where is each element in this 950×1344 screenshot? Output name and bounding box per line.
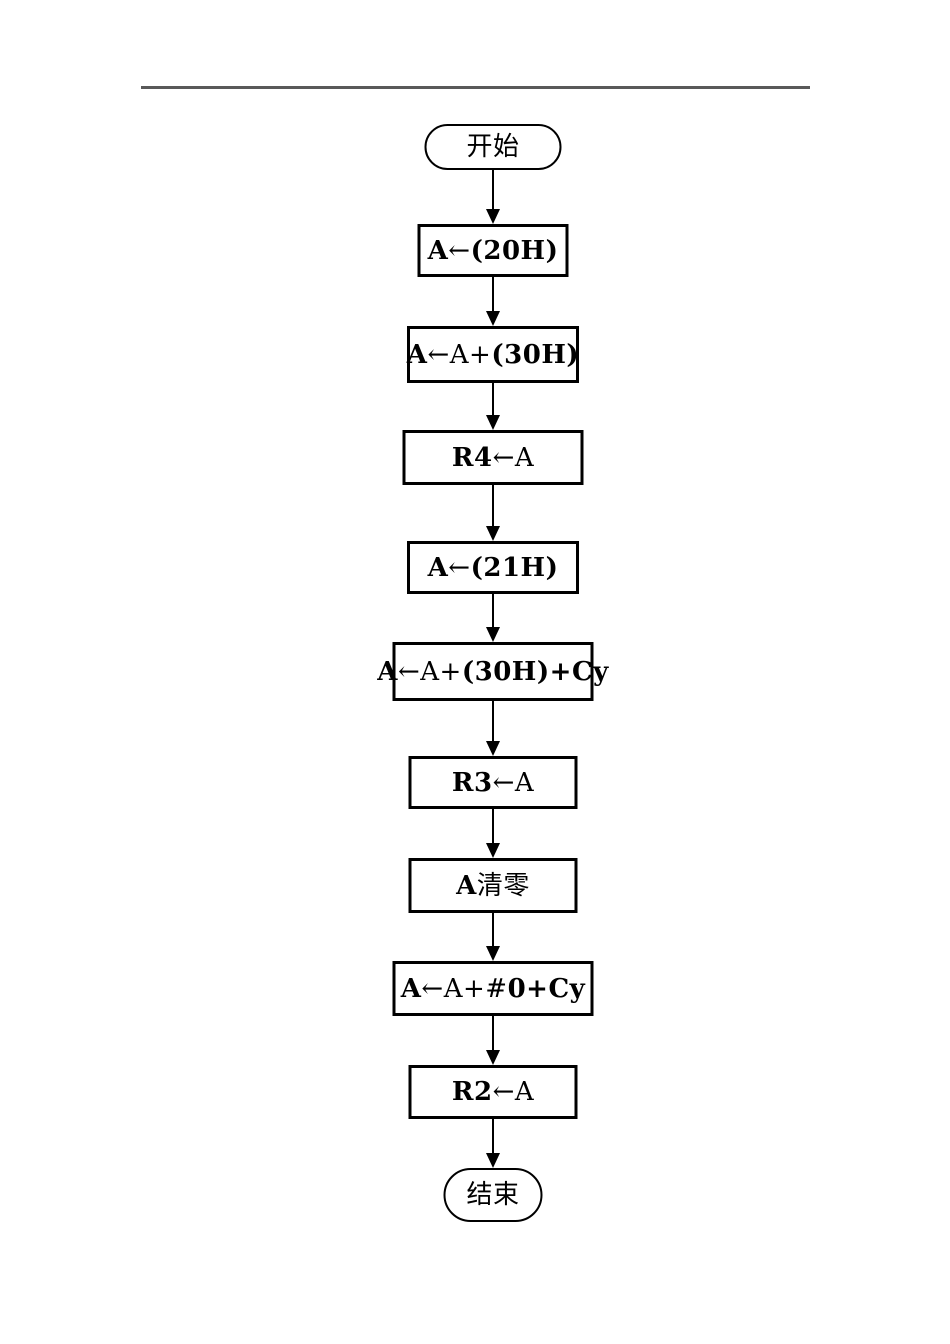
- flow-node-label: 开始: [466, 134, 519, 160]
- flow-arrow-line: [492, 485, 494, 526]
- label-segment: (30H)+Cy: [461, 656, 609, 687]
- arrow-down-icon: [486, 1050, 500, 1065]
- flow-node-clear-a: A清零: [408, 858, 578, 913]
- flow-node-label: A←(21H): [428, 555, 559, 581]
- flow-node-addc-a-0: A←A+#0+Cy: [392, 961, 594, 1016]
- label-segment: ←A: [492, 1077, 535, 1107]
- label-segment: ←A: [492, 442, 535, 473]
- flow-arrow-line: [492, 701, 494, 741]
- label-segment: 0+Cy: [507, 973, 586, 1004]
- flow-node-label: A←(20H): [428, 238, 559, 264]
- flow-arrow-line: [492, 383, 494, 415]
- label-segment: A: [406, 339, 428, 370]
- label-segment: ←: [448, 552, 471, 583]
- flow-node-store-r2: R2←A: [408, 1065, 578, 1119]
- flow-arrow: [486, 809, 500, 858]
- flow-node-label: A←A+#0+Cy: [401, 976, 586, 1002]
- flow-arrow: [486, 485, 500, 541]
- flow-arrow: [486, 594, 500, 642]
- label-segment: ←A+: [397, 656, 462, 687]
- flow-node-label: A清零: [456, 873, 530, 899]
- flow-arrow: [486, 170, 500, 224]
- flow-node-label: 结束: [466, 1182, 519, 1208]
- arrow-down-icon: [486, 415, 500, 430]
- label-segment: R3: [451, 767, 493, 798]
- label-segment: (21H): [470, 552, 559, 583]
- flow-arrow: [486, 1119, 500, 1168]
- flow-arrow: [486, 701, 500, 756]
- label-segment: A: [456, 870, 477, 901]
- arrow-down-icon: [486, 1153, 500, 1168]
- arrow-down-icon: [486, 526, 500, 541]
- flow-node-label: R3←A: [452, 770, 534, 796]
- label-segment: A: [377, 656, 398, 687]
- flow-arrow-line: [492, 913, 494, 946]
- flow-node-load-a-20h: A←(20H): [417, 224, 569, 277]
- flow-arrow-line: [492, 809, 494, 843]
- label-segment: ←A+: [427, 339, 492, 370]
- arrow-down-icon: [486, 209, 500, 224]
- arrow-down-icon: [486, 311, 500, 326]
- label-segment: A: [427, 552, 449, 583]
- label-segment: A: [427, 235, 449, 266]
- flow-node-load-a-21h: A←(21H): [407, 541, 579, 594]
- flow-node-start: 开始: [424, 124, 562, 170]
- label-segment: (30H): [491, 339, 580, 370]
- flow-node-label: R4←A: [452, 445, 534, 471]
- header-rule: [141, 86, 810, 89]
- flow-arrow-line: [492, 1016, 494, 1050]
- flow-node-label: A←A+(30H)+Cy: [377, 659, 608, 685]
- flow-node-store-r4: R4←A: [402, 430, 584, 485]
- flow-arrow: [486, 277, 500, 326]
- arrow-down-icon: [486, 946, 500, 961]
- flow-arrow: [486, 1016, 500, 1065]
- flow-arrow-line: [492, 594, 494, 627]
- label-segment: ←A: [492, 767, 535, 798]
- flow-node-label: R2←A: [452, 1079, 534, 1105]
- flow-node-addc-a-30h: A←A+(30H)+Cy: [377, 642, 608, 701]
- label-segment: 开始: [466, 132, 520, 162]
- arrow-down-icon: [486, 741, 500, 756]
- flow-node-label: A←A+(30H): [407, 342, 579, 368]
- label-segment: (20H): [470, 235, 559, 266]
- flow-arrow-line: [492, 277, 494, 311]
- arrow-down-icon: [486, 627, 500, 642]
- label-segment: R2: [451, 1077, 493, 1107]
- label-segment: 结束: [466, 1180, 520, 1210]
- flow-arrow-line: [492, 1119, 494, 1153]
- flow-node-add-a-30h: A←A+(30H): [407, 326, 579, 383]
- flow-arrow: [486, 913, 500, 961]
- arrow-down-icon: [486, 843, 500, 858]
- flow-node-store-r3: R3←A: [408, 756, 578, 809]
- flow-node-end: 结束: [443, 1168, 543, 1222]
- flow-arrow: [486, 383, 500, 430]
- label-segment: 清零: [476, 870, 530, 901]
- label-segment: A: [400, 973, 422, 1004]
- flow-arrow-line: [492, 170, 494, 209]
- label-segment: ←A+#: [421, 973, 508, 1004]
- label-segment: ←: [448, 235, 471, 266]
- label-segment: R4: [451, 442, 493, 473]
